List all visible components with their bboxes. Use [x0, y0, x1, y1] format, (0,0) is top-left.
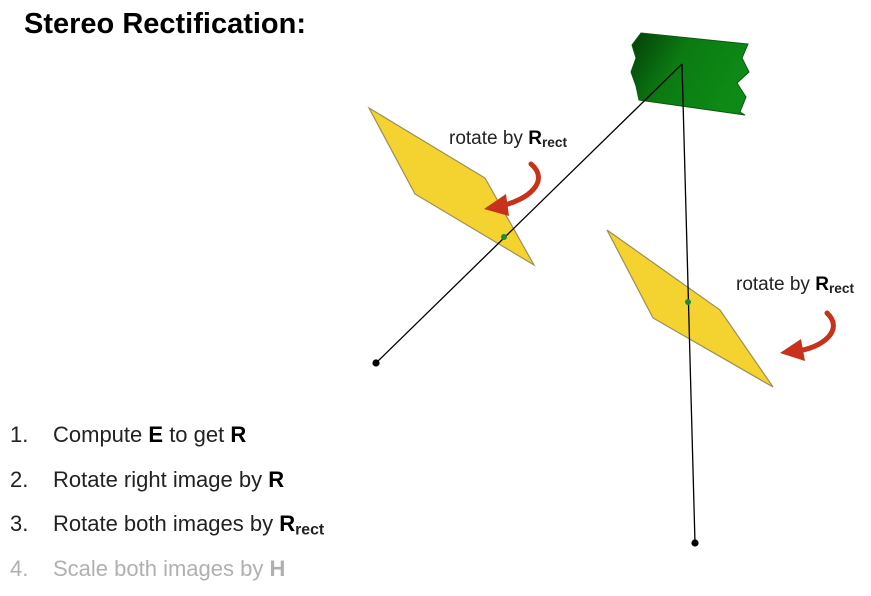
step-symbol: E — [148, 422, 163, 447]
step-text-part: Scale both images by — [53, 556, 269, 581]
step-subscript: rect — [295, 521, 324, 538]
step-2: 2. Rotate right image by R — [10, 463, 324, 508]
annotation-symbol: R — [815, 274, 829, 295]
right-principal-point — [685, 299, 691, 305]
step-text-part: Compute — [53, 422, 148, 447]
step-text: Scale both images by H — [53, 552, 285, 596]
step-1: 1. Compute E to get R — [10, 418, 324, 463]
curved-arrow-icon — [780, 313, 833, 361]
step-symbol: H — [269, 556, 285, 581]
rotate-annotation-right: rotate by Rrect — [736, 274, 854, 296]
step-number: 3. — [10, 507, 53, 552]
step-text: Compute E to get R — [53, 418, 246, 463]
step-number: 4. — [10, 552, 53, 596]
left-projection-ray — [376, 64, 682, 363]
rectification-steps: 1. Compute E to get R 2. Rotate right im… — [10, 418, 324, 596]
step-text: Rotate right image by R — [53, 463, 284, 508]
step-symbol: R — [279, 511, 295, 536]
left-camera-center — [372, 359, 379, 366]
step-number: 2. — [10, 463, 53, 508]
left-principal-point — [501, 234, 507, 240]
step-text-part: to get — [163, 422, 230, 447]
step-4: 4. Scale both images by H — [10, 552, 324, 596]
step-symbol: R — [268, 467, 284, 492]
step-symbol: R — [230, 422, 246, 447]
step-text-part: Rotate right image by — [53, 467, 268, 492]
step-text: Rotate both images by Rrect — [53, 507, 324, 552]
step-3: 3. Rotate both images by Rrect — [10, 507, 324, 552]
scene-object — [631, 33, 749, 115]
step-text-part: Rotate both images by — [53, 511, 279, 536]
rotate-annotation-left: rotate by Rrect — [449, 128, 567, 150]
annotation-symbol: R — [528, 128, 542, 149]
annotation-subscript: rect — [829, 281, 854, 296]
annotation-subscript: rect — [542, 135, 567, 150]
annotation-prefix: rotate by — [449, 128, 528, 149]
right-camera-center — [691, 539, 698, 546]
step-number: 1. — [10, 418, 53, 463]
annotation-prefix: rotate by — [736, 274, 815, 295]
